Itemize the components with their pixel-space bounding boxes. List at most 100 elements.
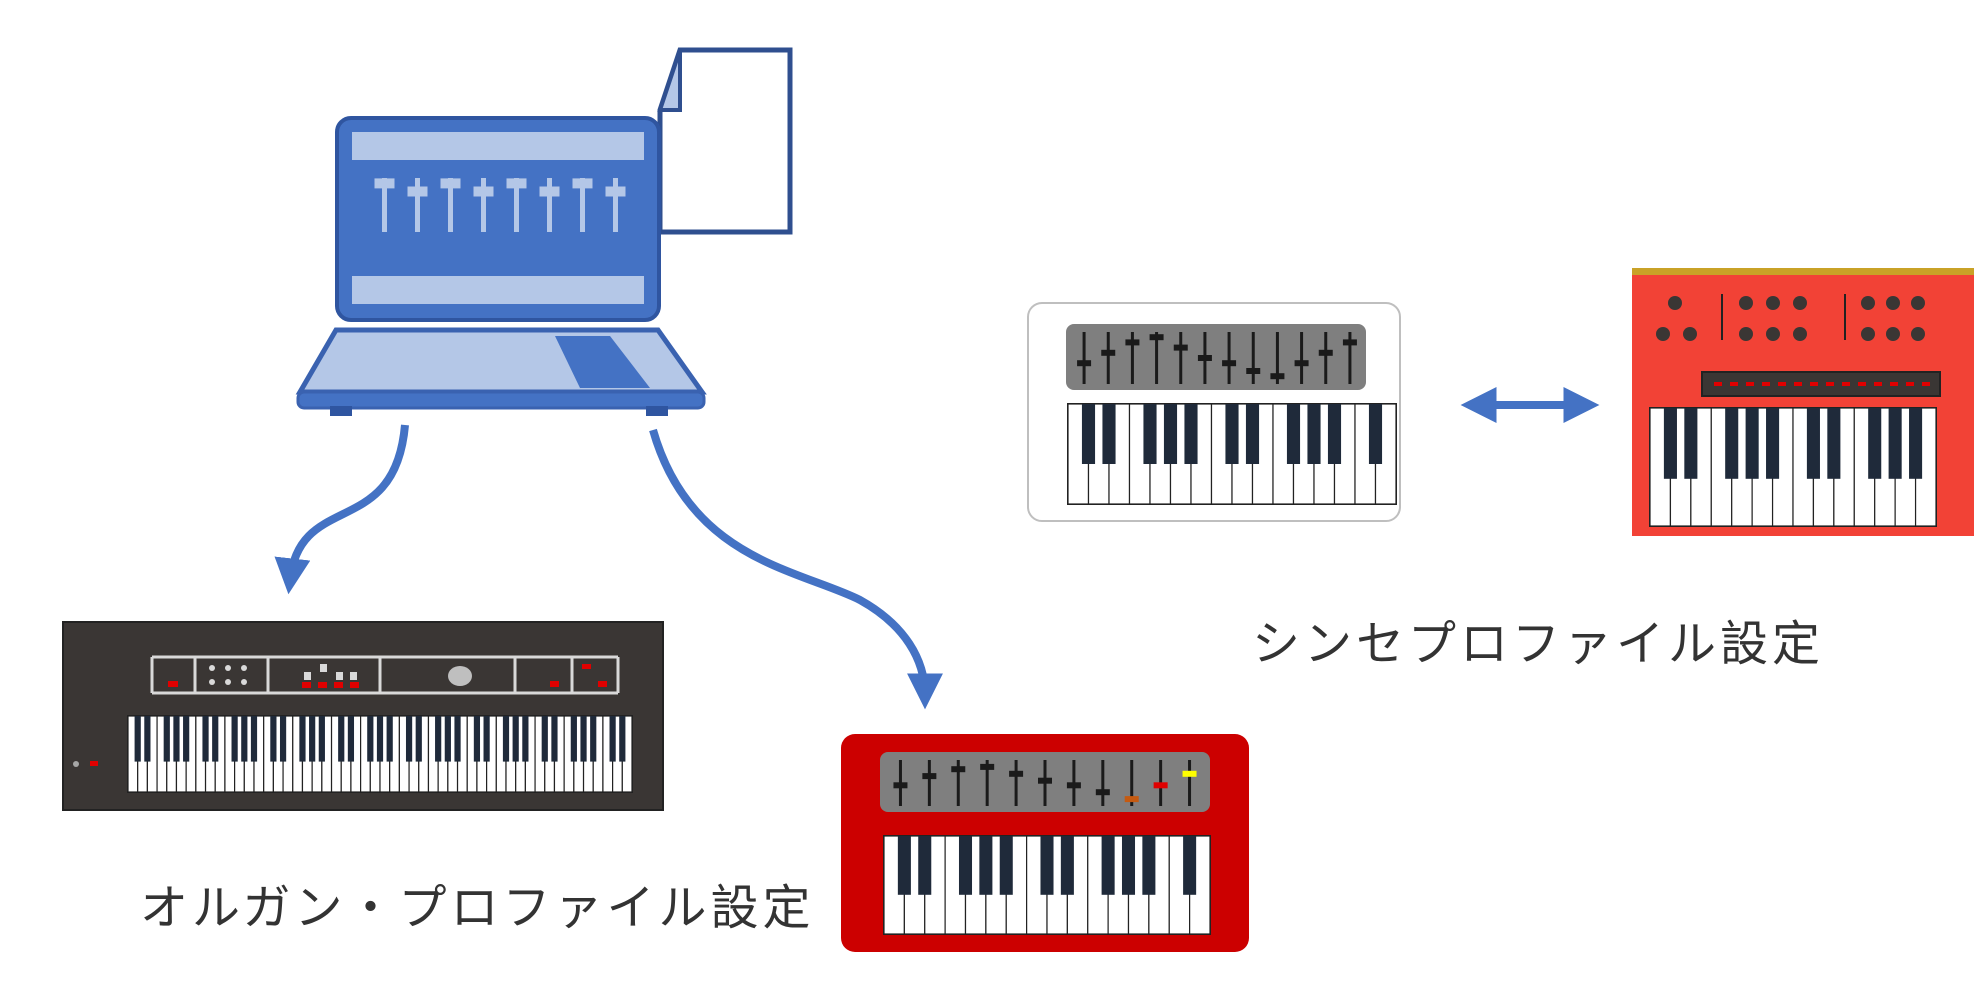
controller-keys — [1067, 403, 1397, 505]
synth-led — [1922, 382, 1930, 386]
slider-knob — [506, 178, 527, 189]
black-key — [541, 716, 548, 762]
black-key — [1060, 836, 1074, 895]
synth-led — [1826, 382, 1834, 386]
slider-knob — [922, 773, 937, 780]
slider-knob — [374, 178, 395, 189]
black-key — [231, 716, 238, 762]
slider-knob — [1222, 360, 1237, 367]
black-key — [1163, 404, 1178, 464]
slider-knob — [951, 766, 966, 773]
black-key — [580, 716, 587, 762]
slider-knob — [473, 186, 494, 197]
black-key — [570, 716, 577, 762]
black-key — [1684, 408, 1698, 479]
black-key — [1868, 408, 1882, 479]
synth-knob — [1683, 327, 1697, 341]
black-key — [1327, 404, 1342, 464]
black-key — [202, 716, 209, 762]
synth-led — [1794, 382, 1802, 386]
black-key — [454, 716, 461, 762]
black-key — [415, 716, 422, 762]
synth-led — [1874, 382, 1882, 386]
slider-knob — [572, 178, 593, 189]
red-controller-keyboard-icon — [841, 734, 1249, 952]
slider-knob — [1124, 796, 1139, 803]
black-key — [144, 716, 151, 762]
synth-led — [1858, 382, 1866, 386]
black-key — [444, 716, 451, 762]
black-key — [1806, 408, 1820, 479]
black-key — [1909, 408, 1923, 479]
black-key — [1766, 408, 1780, 479]
slider-knob — [893, 782, 908, 789]
black-key — [367, 716, 374, 762]
black-key — [241, 716, 248, 762]
black-key — [1745, 408, 1759, 479]
black-key — [1827, 408, 1841, 479]
black-key — [1307, 404, 1321, 464]
document-icon — [657, 47, 793, 235]
synth-knob — [1739, 327, 1753, 341]
synth-led — [1890, 382, 1898, 386]
black-key — [1725, 408, 1739, 479]
slider-knob — [407, 186, 428, 197]
black-key — [347, 716, 355, 762]
slider-knob — [1173, 344, 1188, 351]
black-key — [502, 716, 510, 762]
slider-knob — [1153, 782, 1168, 789]
black-key — [134, 716, 141, 762]
black-key — [1142, 836, 1156, 895]
slider-knob — [1182, 770, 1197, 777]
black-key — [522, 716, 529, 762]
black-key — [1121, 836, 1136, 895]
black-key — [958, 836, 973, 895]
black-key — [1245, 404, 1260, 464]
black-key — [1081, 404, 1096, 464]
synth-knob — [1886, 296, 1900, 310]
laptop-icon — [295, 47, 793, 416]
red-synthesizer-icon — [1632, 268, 1974, 536]
synth-knob — [1861, 327, 1875, 341]
black-key — [897, 836, 911, 895]
synth-knob — [1793, 296, 1807, 310]
slider-knob — [1009, 770, 1024, 777]
black-key — [1888, 408, 1902, 479]
organ-profile-caption: オルガン・プロファイル設定 — [140, 880, 815, 936]
black-key — [1101, 836, 1115, 895]
black-key — [551, 716, 558, 762]
black-key — [183, 716, 190, 762]
controller-sliders — [1077, 332, 1357, 384]
synth-led-strip — [1714, 382, 1930, 386]
organ-keyboard-icon — [62, 621, 664, 811]
slider-knob — [1246, 368, 1261, 374]
synth-led — [1810, 382, 1818, 386]
synth-led — [1746, 382, 1754, 386]
slider-knob — [1294, 360, 1309, 367]
slider-knob — [1342, 339, 1357, 346]
organ-keyboard-keys — [127, 715, 633, 793]
synth-knob — [1793, 327, 1807, 341]
black-key — [512, 716, 519, 762]
black-key — [163, 716, 170, 762]
black-key — [435, 716, 442, 762]
slider-knob — [1038, 777, 1052, 784]
slider-knob — [1149, 334, 1164, 341]
synth-profile-caption: シンセプロファイル設定 — [1252, 616, 1825, 672]
black-key — [1040, 836, 1054, 895]
black-key — [590, 716, 597, 762]
controller-sliders — [893, 760, 1197, 806]
synth-led — [1714, 382, 1722, 386]
black-key — [483, 716, 490, 762]
black-key — [309, 716, 316, 762]
black-key — [979, 836, 993, 895]
synth-keys — [1649, 407, 1937, 527]
black-key — [318, 716, 325, 762]
black-key — [386, 716, 393, 762]
synth-knob — [1668, 296, 1682, 310]
slider-knob — [605, 186, 626, 197]
synth-knob — [1886, 327, 1900, 341]
slider-knob — [1197, 355, 1212, 361]
black-key — [405, 716, 413, 762]
